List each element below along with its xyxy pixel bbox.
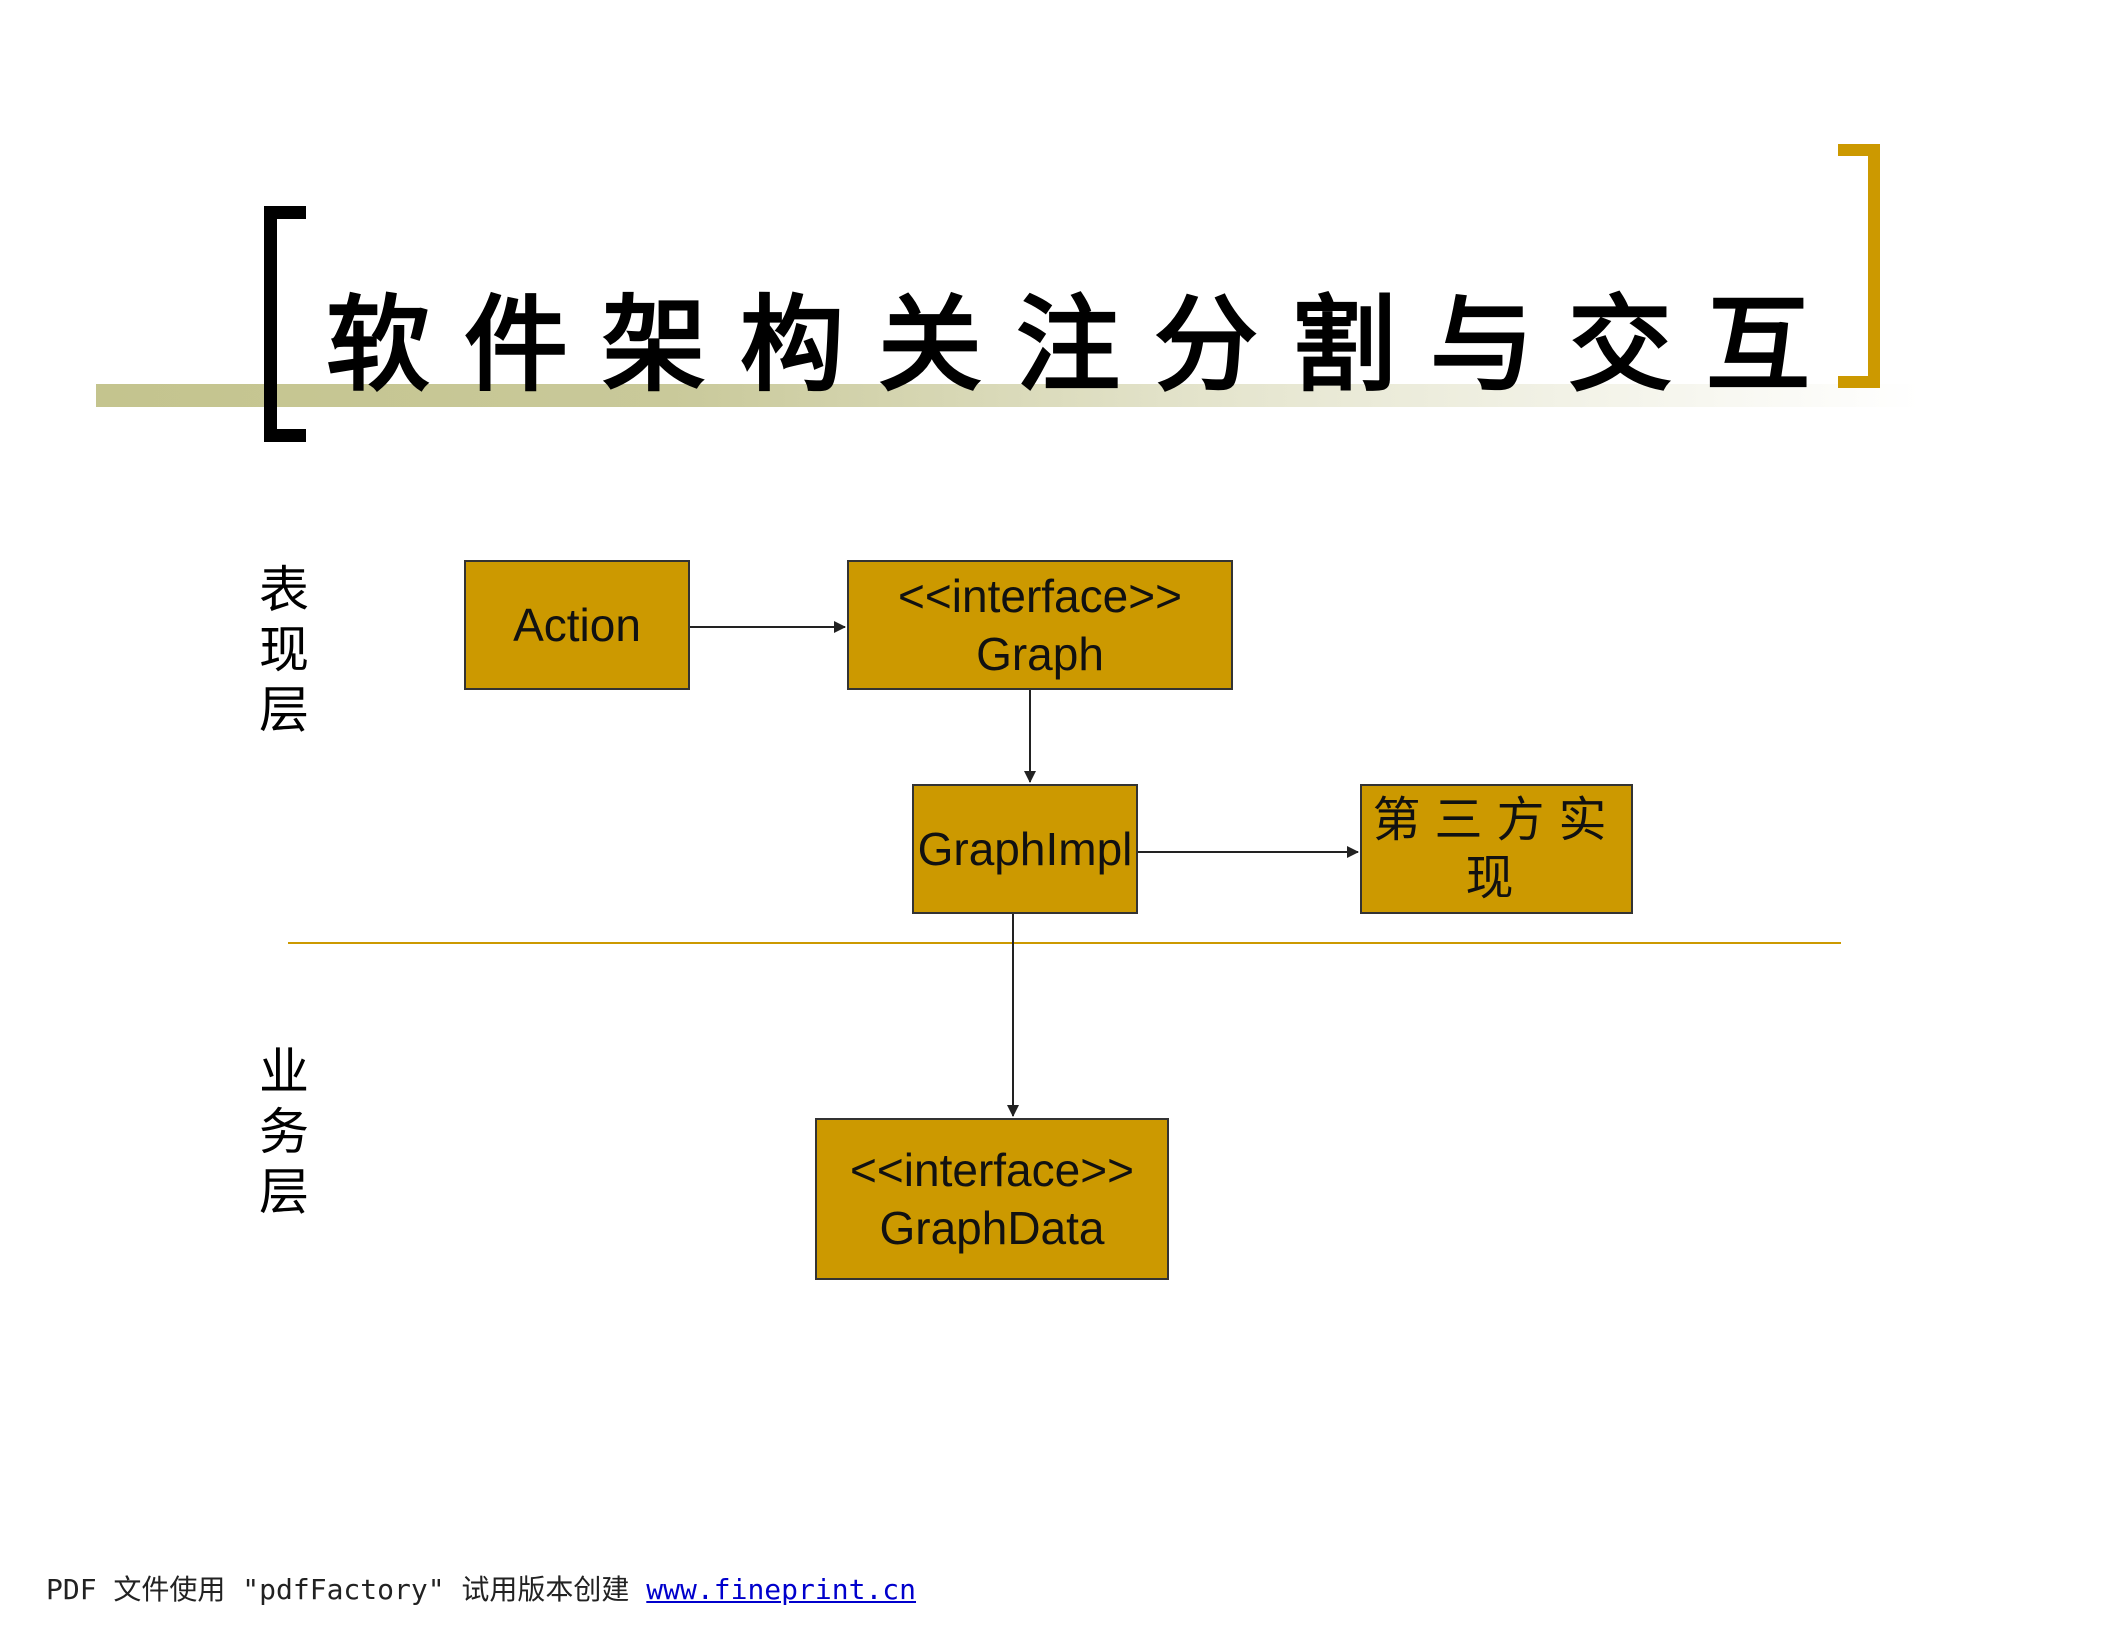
box-action: Action bbox=[464, 560, 690, 690]
page-title: 软件架构关注分割与交互 bbox=[326, 283, 1845, 406]
box-action-label: Action bbox=[513, 599, 641, 651]
footer-watermark: PDF 文件使用 "pdfFactory" 试用版本创建 www.finepri… bbox=[46, 1568, 916, 1608]
layer-label-business: 业务层 bbox=[259, 1043, 309, 1221]
footer-link[interactable]: www.fineprint.cn bbox=[646, 1573, 917, 1606]
right-bracket-decoration bbox=[1838, 144, 1880, 388]
box-graph-label: Graph bbox=[976, 628, 1104, 680]
box-graphdata-label: GraphData bbox=[879, 1202, 1105, 1254]
box-graphdata-interface: <<interface>> GraphData bbox=[815, 1118, 1169, 1280]
box-third-party: 第三方实现 bbox=[1360, 784, 1633, 914]
box-graph-interface: <<interface>> Graph bbox=[847, 560, 1233, 690]
title-underline-bar bbox=[96, 384, 2016, 407]
left-bracket-decoration bbox=[264, 206, 306, 442]
footer-text: PDF 文件使用 "pdfFactory" 试用版本创建 bbox=[46, 1573, 647, 1606]
box-graphimpl: GraphImpl bbox=[912, 784, 1138, 914]
box-graph-stereotype: <<interface>> bbox=[898, 570, 1182, 622]
box-third-party-label: 第三方实现 bbox=[1372, 792, 1621, 906]
box-graphimpl-label: GraphImpl bbox=[917, 823, 1133, 875]
layer-divider-line bbox=[288, 942, 1841, 944]
layer-label-presentation: 表现层 bbox=[259, 561, 309, 739]
box-graphdata-stereotype: <<interface>> bbox=[850, 1144, 1134, 1196]
